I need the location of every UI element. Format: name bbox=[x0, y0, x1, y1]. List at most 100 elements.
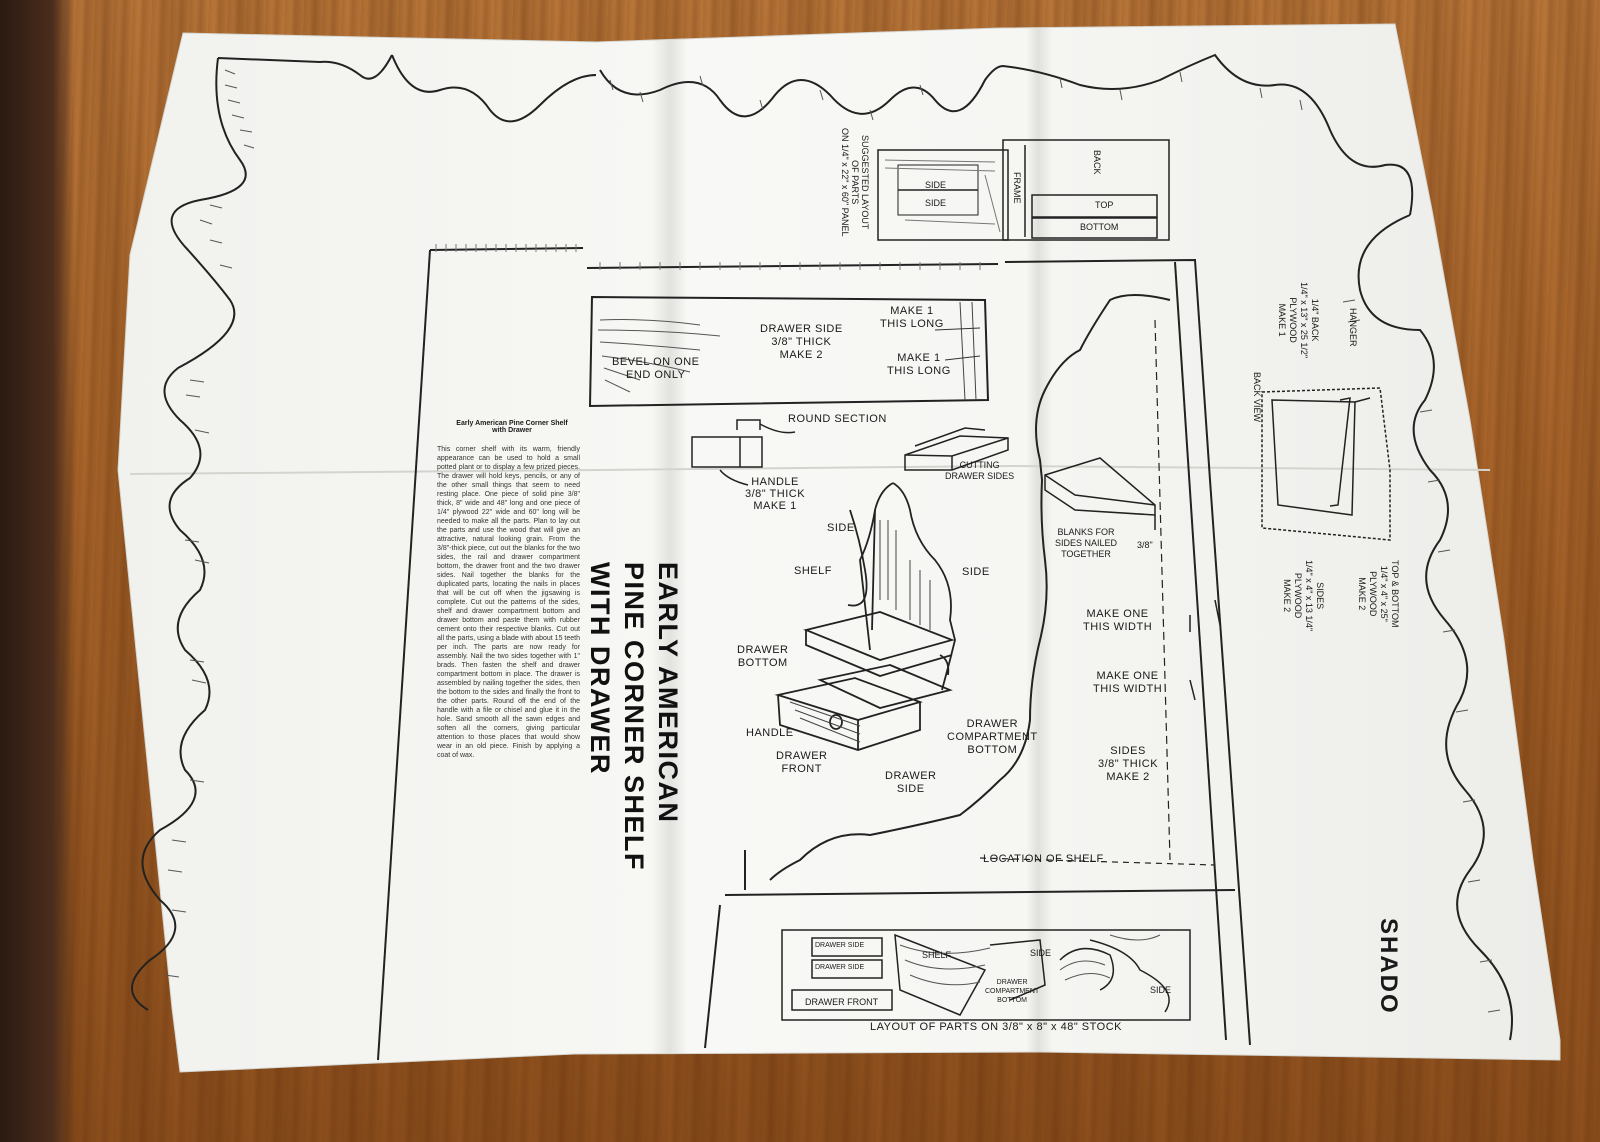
exploded-drawer-side-line-1: DRAWER bbox=[885, 770, 937, 782]
back-view-label: BACK VIEW bbox=[1252, 372, 1262, 423]
stock-compartment-line-3: BOTTOM bbox=[997, 997, 1027, 1004]
handle-part-line-3: MAKE 1 bbox=[753, 500, 797, 512]
width-markers bbox=[1189, 599, 1221, 701]
stock-drawer-side-1: DRAWER SIDE bbox=[815, 942, 865, 949]
top-bottom-spec-line-4: MAKE 2 bbox=[1357, 577, 1367, 611]
layout-top: TOP bbox=[1095, 200, 1114, 210]
exploded-drawer-side: DRAWER SIDE bbox=[885, 770, 936, 796]
exploded-drawer-side-line-2: SIDE bbox=[896, 783, 925, 795]
cutting-block bbox=[904, 427, 1009, 471]
suggested-layout-line-1: SUGGESTED LAYOUT bbox=[860, 135, 870, 230]
make-long-1-line-1: MAKE 1 bbox=[890, 305, 934, 317]
exploded-handle: HANDLE bbox=[746, 727, 794, 739]
stock-layout-caption: LAYOUT OF PARTS ON 3/8" x 8" x 48" STOCK bbox=[870, 1021, 1122, 1033]
headline-line-3: WITH DRAWER bbox=[585, 562, 615, 775]
back-spec-label: 1/4" BACK 1/4" x 13" x 25 1/2" PLYWOOD M… bbox=[1276, 282, 1320, 358]
make-long-1-line-2: THIS LONG bbox=[880, 318, 944, 330]
drawing-frames bbox=[377, 247, 1251, 1061]
make-long-2-line-1: MAKE 1 bbox=[897, 352, 941, 364]
make-width-label-2: MAKE ONE THIS WIDTH bbox=[1093, 670, 1162, 696]
layout-back: BACK bbox=[1092, 150, 1102, 175]
exploded-shelf: SHELF bbox=[794, 565, 832, 577]
bevel-line-2: END ONLY bbox=[626, 369, 686, 381]
sides-thick-line-3: MAKE 2 bbox=[1106, 771, 1150, 783]
top-bottom-spec-label: TOP & BOTTOM 1/4" x 4" x 25" PLYWOOD MAK… bbox=[1356, 560, 1400, 628]
layout-frame: FRAME bbox=[1012, 172, 1022, 204]
sides-spec-label: SIDES 1/4" x 4" x 13 1/4" PLYWOOD MAKE 2 bbox=[1281, 560, 1325, 631]
sides-thick-line-2: 3/8" THICK bbox=[1098, 758, 1159, 770]
make-width-1-line-1: MAKE ONE bbox=[1086, 608, 1149, 620]
exploded-compartment: DRAWER COMPARTMENT BOTTOM bbox=[947, 718, 1038, 757]
bevel-line-1: BEVEL ON ONE bbox=[612, 356, 700, 368]
cutting-line-1: CUTTING bbox=[959, 460, 1000, 470]
drawer-side-line-1: DRAWER SIDE bbox=[760, 323, 843, 335]
panel-grain bbox=[884, 159, 1001, 233]
sides-spec-line-1: SIDES bbox=[1315, 582, 1325, 610]
article-title: Early American Pine Corner Shelf with Dr… bbox=[447, 420, 577, 434]
handle-part-line-1: HANDLE bbox=[751, 476, 799, 488]
make-long-label-1: MAKE 1 THIS LONG bbox=[880, 305, 944, 331]
stock-side-a: SIDE bbox=[1030, 948, 1052, 958]
side-pattern-outline bbox=[769, 294, 1171, 881]
horizontal-fold bbox=[129, 464, 1491, 475]
stock-compartment: DRAWER COMPARTMENT BOTTOM bbox=[985, 978, 1039, 1005]
sides-thick-line-1: SIDES bbox=[1110, 745, 1146, 757]
sides-spec-line-4: MAKE 2 bbox=[1282, 579, 1292, 613]
handle-detail bbox=[691, 419, 796, 486]
make-width-label-1: MAKE ONE THIS WIDTH bbox=[1083, 608, 1152, 634]
make-width-2-line-1: MAKE ONE bbox=[1096, 670, 1159, 682]
make-long-label-2: MAKE 1 THIS LONG bbox=[887, 352, 951, 378]
corner-word-shado: SHADO bbox=[1375, 918, 1402, 1015]
table-shadow-edge bbox=[0, 0, 75, 1142]
blanks-label: BLANKS FOR SIDES NAILED TOGETHER bbox=[1055, 527, 1117, 560]
outline-hatching bbox=[164, 69, 1501, 1013]
exploded-compartment-line-1: DRAWER bbox=[966, 718, 1019, 730]
back-spec-line-2: 1/4" x 13" x 25 1/2" bbox=[1299, 282, 1309, 359]
top-bottom-spec-line-1: TOP & BOTTOM bbox=[1390, 560, 1400, 628]
drawer-side-line-3: MAKE 2 bbox=[779, 349, 824, 361]
make-width-2-line-2: THIS WIDTH bbox=[1093, 683, 1163, 695]
stock-layout-board bbox=[781, 929, 1191, 1021]
back-spec-line-3: PLYWOOD bbox=[1288, 297, 1298, 343]
cutting-line-2: DRAWER SIDES bbox=[945, 471, 1015, 481]
location-of-shelf-label: LOCATION OF SHELF bbox=[983, 853, 1104, 865]
stock-drawer-side-2: DRAWER SIDE bbox=[815, 964, 865, 971]
blanks-line-2: SIDES NAILED bbox=[1055, 538, 1118, 548]
top-bottom-spec-line-3: PLYWOOD bbox=[1368, 571, 1378, 617]
shelf-shading bbox=[789, 520, 931, 743]
article-body: This corner shelf with its warm, friendl… bbox=[437, 446, 580, 759]
layout-bottom: BOTTOM bbox=[1080, 222, 1119, 232]
suggested-layout-line-3: ON 1/4" x 22" x 60" PANEL bbox=[840, 128, 850, 237]
top-bottom-spec-line-2: 1/4" x 4" x 25" bbox=[1379, 565, 1389, 622]
exploded-drawer-front-line-1: DRAWER bbox=[776, 750, 828, 762]
suggested-layout-panel bbox=[877, 139, 1170, 241]
article-title-line-1: Early American Pine Corner Shelf bbox=[456, 420, 568, 427]
scallop-outline-top bbox=[391, 53, 1414, 216]
blanks-line-3: TOGETHER bbox=[1061, 549, 1111, 559]
exploded-drawer-bottom: DRAWER BOTTOM bbox=[737, 644, 788, 670]
stock-compartment-line-2: COMPARTMENT bbox=[985, 988, 1040, 995]
sides-spec-line-2: 1/4" x 4" x 13 1/4" bbox=[1304, 560, 1314, 632]
sides-spec-line-3: PLYWOOD bbox=[1293, 572, 1303, 619]
exploded-compartment-line-2: COMPARTMENT bbox=[947, 731, 1038, 743]
scallop-outline-left bbox=[131, 54, 393, 1011]
exploded-drawer-bottom-line-2: BOTTOM bbox=[737, 657, 788, 669]
hanger-label: HANGER bbox=[1348, 308, 1358, 347]
layout-side-1: SIDE bbox=[925, 180, 947, 190]
handle-part-line-2: 3/8" THICK bbox=[745, 488, 806, 500]
layout-side-2: SIDE bbox=[925, 198, 947, 208]
back-spec-line-1: 1/4" BACK bbox=[1310, 298, 1320, 342]
plan-headline: EARLY AMERICAN PINE CORNER SHELF WITH DR… bbox=[583, 562, 685, 871]
drawer-side-label: DRAWER SIDE 3/8" THICK MAKE 2 bbox=[760, 323, 843, 362]
drawer-side-pattern bbox=[588, 295, 990, 408]
exploded-drawer-bottom-line-1: DRAWER bbox=[737, 644, 789, 656]
blanks-dimension: 3/8" bbox=[1137, 540, 1153, 550]
round-section-label: ROUND SECTION bbox=[788, 413, 887, 425]
drawer-side-line-2: 3/8" THICK bbox=[771, 336, 832, 348]
paper-surface bbox=[117, 23, 1561, 1073]
cutting-drawer-sides-label: CUTTING DRAWER SIDES bbox=[945, 460, 1014, 482]
corner-shelf-illustration bbox=[774, 482, 956, 751]
stock-drawer-front: DRAWER FRONT bbox=[805, 997, 879, 1007]
suggested-layout-line-2: OF PARTS bbox=[850, 160, 860, 205]
